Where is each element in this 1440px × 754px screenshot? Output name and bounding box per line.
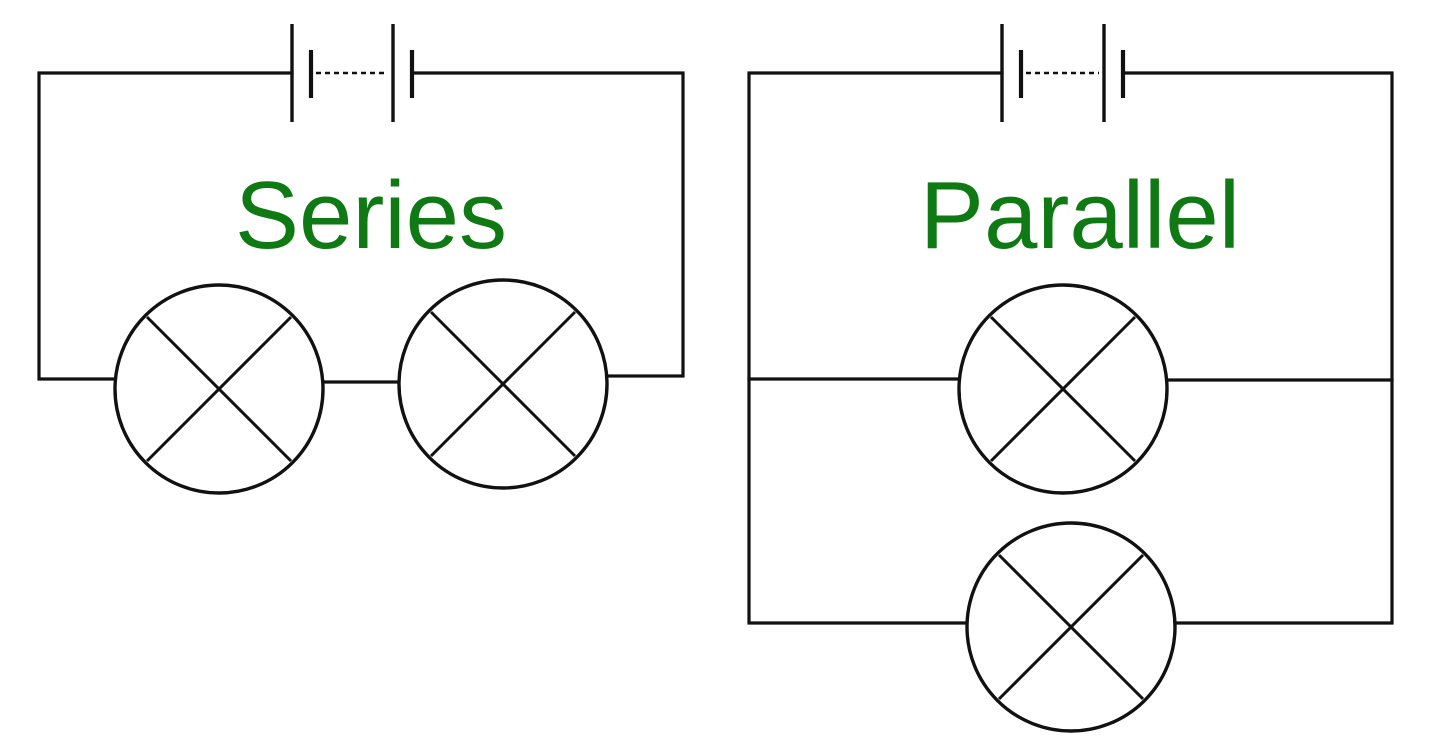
parallel-wire-right — [1121, 71, 1394, 625]
parallel-label: Parallel — [920, 162, 1240, 269]
parallel-battery-symbol — [1000, 24, 1126, 122]
series-circuit: Series — [37, 24, 685, 495]
series-battery-symbol — [290, 24, 415, 122]
parallel-wire-left — [747, 71, 1004, 625]
parallel-lamp-2-icon — [965, 521, 1177, 733]
parallel-lamp-1-icon — [957, 283, 1169, 495]
parallel-circuit: Parallel — [747, 24, 1394, 733]
series-wire-top-left — [37, 71, 294, 381]
series-wire-top-right — [410, 71, 685, 378]
series-lamp-2-icon — [397, 278, 609, 490]
series-label: Series — [235, 162, 507, 269]
series-lamp-1-icon — [113, 283, 325, 495]
